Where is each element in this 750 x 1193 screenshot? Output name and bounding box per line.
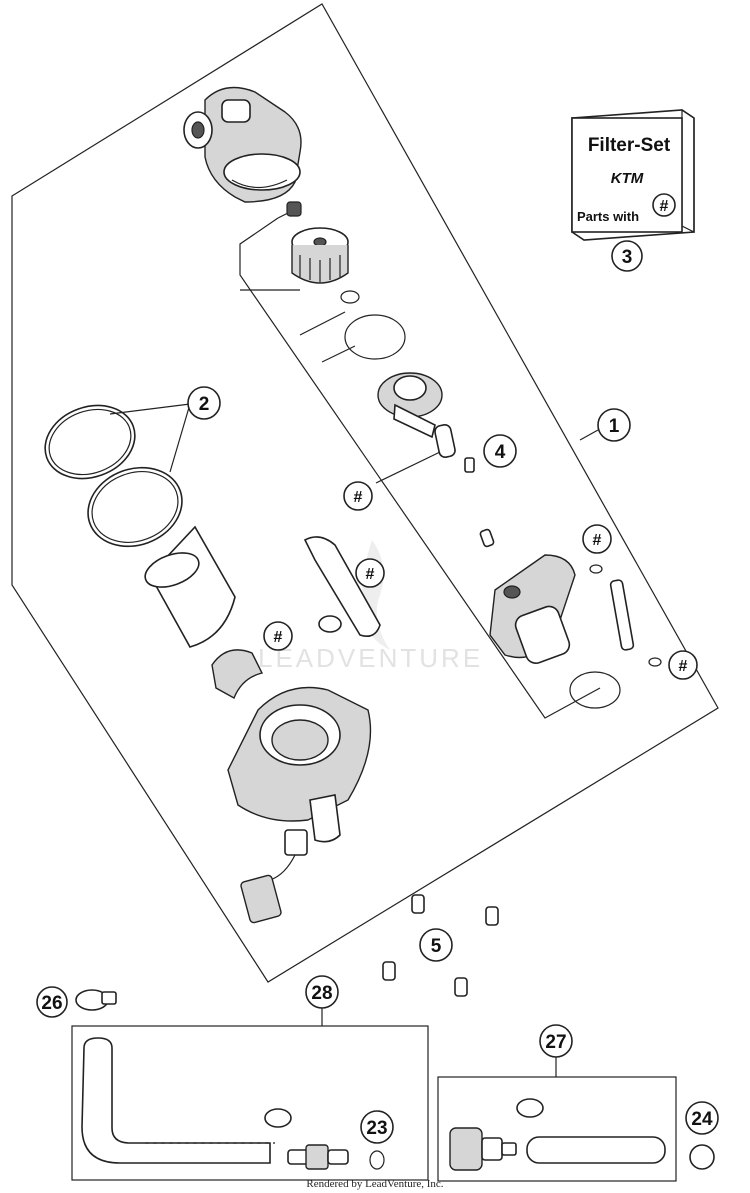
nut — [286, 201, 302, 217]
svg-text:24: 24 — [691, 1109, 713, 1130]
watermark-text: LEADVENTURE — [258, 643, 483, 673]
fitting-28 — [287, 1144, 349, 1170]
screw-small — [464, 457, 475, 473]
pump-motor — [489, 554, 576, 664]
seal-rings — [44, 404, 183, 548]
screws — [382, 894, 499, 997]
hose-kit-28-box — [71, 1025, 429, 1181]
filter — [291, 227, 349, 284]
clamp-24 — [689, 1144, 715, 1170]
shield-plate — [303, 536, 381, 638]
hash-marker-2: # — [355, 558, 385, 588]
svg-text:#: # — [660, 198, 669, 215]
filter-set-box: Filter-Set KTM Parts with # — [571, 108, 695, 241]
svg-text:4: 4 — [495, 442, 506, 463]
svg-text:2: 2 — [199, 394, 210, 415]
svg-text:28: 28 — [311, 983, 332, 1004]
o-ring-23 — [369, 1150, 385, 1170]
regulator — [377, 372, 443, 439]
hash-marker-5: # — [668, 650, 698, 680]
svg-text:#: # — [679, 658, 688, 675]
callout-1 — [597, 408, 631, 442]
assembly-outline — [11, 3, 719, 983]
svg-text:26: 26 — [41, 993, 62, 1014]
svg-text:3: 3 — [622, 247, 633, 268]
hose-kit-27-box — [437, 1076, 677, 1182]
washer-bottom — [648, 657, 662, 667]
svg-text:5: 5 — [431, 936, 442, 957]
callout-5 — [419, 928, 453, 962]
svg-text:#: # — [593, 532, 602, 549]
o-ring-large — [344, 314, 406, 360]
pump-head — [183, 86, 302, 203]
hose-27 — [526, 1136, 666, 1164]
pickup-tube — [609, 579, 635, 651]
filter-set-title: Filter-Set — [588, 135, 671, 156]
sleeve — [434, 424, 456, 458]
o-ring-small — [340, 290, 360, 304]
hash-marker-1: # — [343, 481, 373, 511]
quick-connector-27 — [449, 1127, 517, 1171]
clip-bracket — [211, 649, 264, 699]
hose-clamp-26 — [75, 989, 117, 1011]
flange-housing — [227, 686, 372, 924]
callout-24 — [685, 1101, 719, 1135]
ktm-logo: KTM — [611, 170, 644, 187]
o-ring-pump — [569, 671, 621, 709]
callout-3 — [611, 240, 643, 272]
clip — [318, 615, 342, 633]
callout-4 — [483, 434, 517, 468]
sleeve-cylinder — [144, 525, 236, 648]
subassembly-bracket — [239, 217, 601, 719]
washer-top — [589, 564, 603, 574]
screw-pump — [479, 528, 495, 548]
footer-credit: Rendered by LeadVenture, Inc. — [306, 1178, 443, 1190]
svg-text:#: # — [274, 629, 283, 646]
clamp-27 — [516, 1098, 544, 1118]
callout-26 — [36, 986, 68, 1018]
svg-text:1: 1 — [609, 416, 620, 437]
svg-text:23: 23 — [366, 1118, 387, 1139]
callout-2 — [187, 386, 221, 420]
clamp-28 — [264, 1108, 292, 1128]
svg-text:#: # — [354, 489, 363, 506]
hose-28 — [81, 1037, 275, 1164]
parts-with-label: Parts with — [577, 209, 639, 224]
hash-marker-3: # — [263, 621, 293, 651]
callout-23 — [360, 1110, 394, 1144]
svg-text:#: # — [366, 566, 375, 583]
svg-text:27: 27 — [545, 1032, 566, 1053]
hash-marker-4: # — [582, 524, 612, 554]
